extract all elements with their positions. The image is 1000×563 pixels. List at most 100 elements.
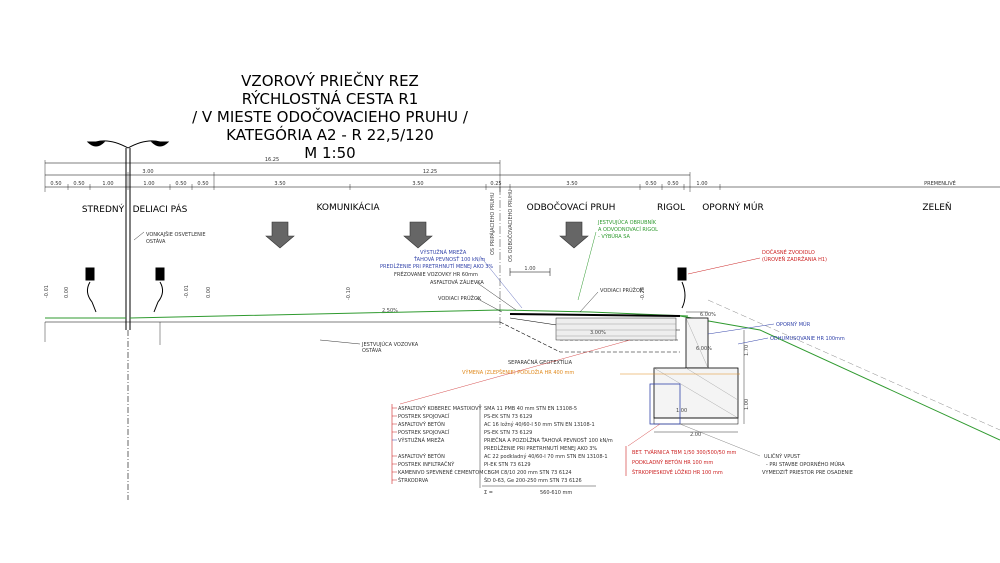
inlet-note-2: - PRI STAVBE OPORNÉHO MÚRA [766,460,845,468]
drain-right: VODIACI PRÚŽOK [600,286,644,294]
title-line-1: VZOROVÝ PRIEČNY REZ [241,71,419,90]
dim-third: 3.50 [274,181,285,187]
existing-road-2: OSTÁVA [362,347,382,354]
layer-name: KAMENIVO SPEVNENÉ CEMENTOM [398,468,483,476]
drain-left: VODIACI PRÚŽOK [438,294,482,302]
wall-note: OPORNÝ MÚR [776,321,811,328]
layer-name: VÝSTUŽNÁ MREŽA [398,436,445,444]
dim-top: 16.25 [265,157,279,163]
title-line-5: M 1:50 [304,144,355,162]
elevation: -0.01 [184,285,190,298]
label-lane: ODBOČOVACÍ PRUH [527,201,616,213]
edge-slope: 6.00% [696,346,712,352]
layer-spec: PS-EK STN 73 6129 [484,414,532,420]
dim-second-2: 12.25 [423,169,437,175]
wall-layer: BET. TVÁRNICA TBM 1/50 300/500/50 mm [632,449,736,456]
separation-note: SEPARAČNÁ GEOTEXTÍLIA [508,359,573,366]
arrow-down-icon [559,221,589,249]
dim-third: 0.25 [490,181,501,187]
elevation: -0.01 [44,285,50,298]
elevation: 0.00 [206,287,212,298]
footing-width: 2.00 [690,432,701,438]
dim-third: 0.50 [667,181,678,187]
subgrade-note: VÝMENA (ZLEPŠENIE) PODLOŽIA HR 400 mm [462,368,574,376]
guardrail-post-icon [155,267,165,281]
mesh-line-1: VÝSTUŽNÁ MREŽA [420,248,467,256]
mesh-line-3: PREDĹŽENIE PRI PRETRHNUTÍ MENEJ AKO 3% [380,262,493,270]
layer-name: POSTREK SPOJOVACÍ [398,429,450,436]
dim-third: 0.50 [73,181,84,187]
wall-layer: ŠTRKOPIESKOVÉ LÔŽKO HR 100 mm [632,468,723,476]
existing-curb-2: A ODVODNOVACÍ RIGOL [598,226,658,233]
existing-road-1: JESTVUJÚCA VOZOVKA [361,341,419,348]
layer-name: POSTREK SPOJOVACÍ [398,413,450,420]
dim-third: 0.50 [175,181,186,187]
waterproof-note: ODHUMUSOVANIE HR 100mm [770,336,845,342]
layer-spec: ŠD 0-63, Ge 200-250 mm STN 73 6126 [484,477,582,484]
dim-third: 0.50 [645,181,656,187]
road-profile [44,299,1000,441]
label-road: KOMUNIKÁCIA [316,201,380,213]
title-block: VZOROVÝ PRIEČNY REZ RÝCHLOSTNÁ CESTA R1 … [192,71,469,162]
elevation: 0.00 [64,287,70,298]
annotations: VONKAJŠIE OSVETLENIE OSTÁVA JESTVUJÚCA V… [133,219,853,476]
title-line-2: RÝCHLOSTNÁ CESTA R1 [242,89,419,108]
axis-labels: OS PRIPÁJACIEHO PRUHU OS ODBOČOVACIEHO P… [489,187,514,330]
dim-second-1: 3.00 [142,169,153,175]
dim-third: 1.00 [143,181,154,187]
lamp-post [86,140,170,500]
box-width: 1.00 [676,408,687,414]
elevations: -0.01 0.00 -0.01 0.00 -0.10 -0.28 [44,285,646,300]
label-median: STREDNÝ [82,203,125,215]
guardrail-post-icon [85,267,95,281]
dim-third: 1.00 [696,181,707,187]
label-wall: OPORNÝ MÚR [702,201,764,213]
dim-third: 0.50 [197,181,208,187]
arrow-down-icon [403,221,433,249]
title-line-4: KATEGÓRIA A2 - R 22,5/120 [226,125,434,144]
slope-right: 3.00% [590,330,606,336]
layer-name: ASFALTOVÝ BETÓN [398,421,445,428]
slope-edge: 6.00% [700,312,716,318]
arrow-down-icon [265,221,295,249]
layer-spec: PREDĹŽENIE PRI PRETRHNUTÍ MENEJ AKO 3% [484,444,597,452]
layer-name: POSTREK INFILTRAČNÝ [398,461,455,468]
layers-sum-label: Σ = [484,490,493,496]
axis-label-1: OS PRIPÁJACIEHO PRUHU [489,192,496,255]
layer-spec: PS-EK STN 73 6129 [484,430,532,436]
rain-note-1: DOČASNÉ ZVODIDLO [762,248,815,256]
lighting-note-2: OSTÁVA [146,238,166,245]
dim-third: 3.50 [412,181,423,187]
label-green: ZELEŇ [922,202,951,213]
dim-third: 3.50 [566,181,577,187]
wall-layer-legend: BET. TVÁRNICA TBM 1/50 300/500/50 mm POD… [625,423,736,476]
lighting-note-1: VONKAJŠIE OSVETLENIE [146,231,206,238]
traffic-arrows [265,221,589,249]
slope-labels: 2.50% 3.00% 6.00% 6.00% 1.00 2.00 1.70 1… [382,308,750,438]
layers-sum-value: 560-610 mm [540,490,572,496]
slope-left: 2.50% [382,308,398,314]
mesh-line-2: ŤAHOVÁ PEVNOSŤ 100 kN/m [413,255,485,263]
layer-spec: AC 22 podkladný 40/60-I 70 mm STN EN 131… [484,453,608,460]
elevation: -0.10 [346,287,352,300]
dim-third: 0.50 [50,181,61,187]
wall-height: 1.70 [744,345,750,356]
label-ditch: RIGOL [657,203,685,213]
rain-note-2: (ÚROVEŇ ZADRŽANIA H1) [762,255,827,263]
guardrail-post-icon [677,267,687,281]
layer-spec: CBGM C8/10 200 mm STN 73 6124 [484,470,572,476]
layer-spec: AC 16 ložný 40/60-I 50 mm STN EN 13108-1 [484,421,595,428]
layer-spec: SMA 11 PMB 40 mm STN EN 13108-5 [484,406,577,412]
label-median-2: DELIACI PÁS [133,203,188,215]
layer-name: ASFALTOVÝ KOBEREC MASTIXOVÝ [398,405,483,412]
section-labels: STREDNÝ DELIACI PÁS KOMUNIKÁCIA ODBOČOVA… [82,201,952,215]
mesh-line-5: ASFALTOVÁ ZÁLIEVKA [430,279,484,286]
title-line-3: / V MIESTE ODOČOVACIEHO PRUHU / [192,107,469,126]
dimension-labels: 16.25 3.00 12.25 0.50 0.50 1.00 1.00 0.5… [50,157,955,187]
axis-label-2: OS ODBOČOVACIEHO PRUHU [507,189,514,262]
inlet-note-3: VYMEDZIŤ PRIESTOR PRE OSADENIE [762,468,853,476]
mesh-line-4: FRÉZOVANIE VOZOVKY HR 60mm [394,270,478,278]
width-marker: 1.00 [509,266,551,276]
